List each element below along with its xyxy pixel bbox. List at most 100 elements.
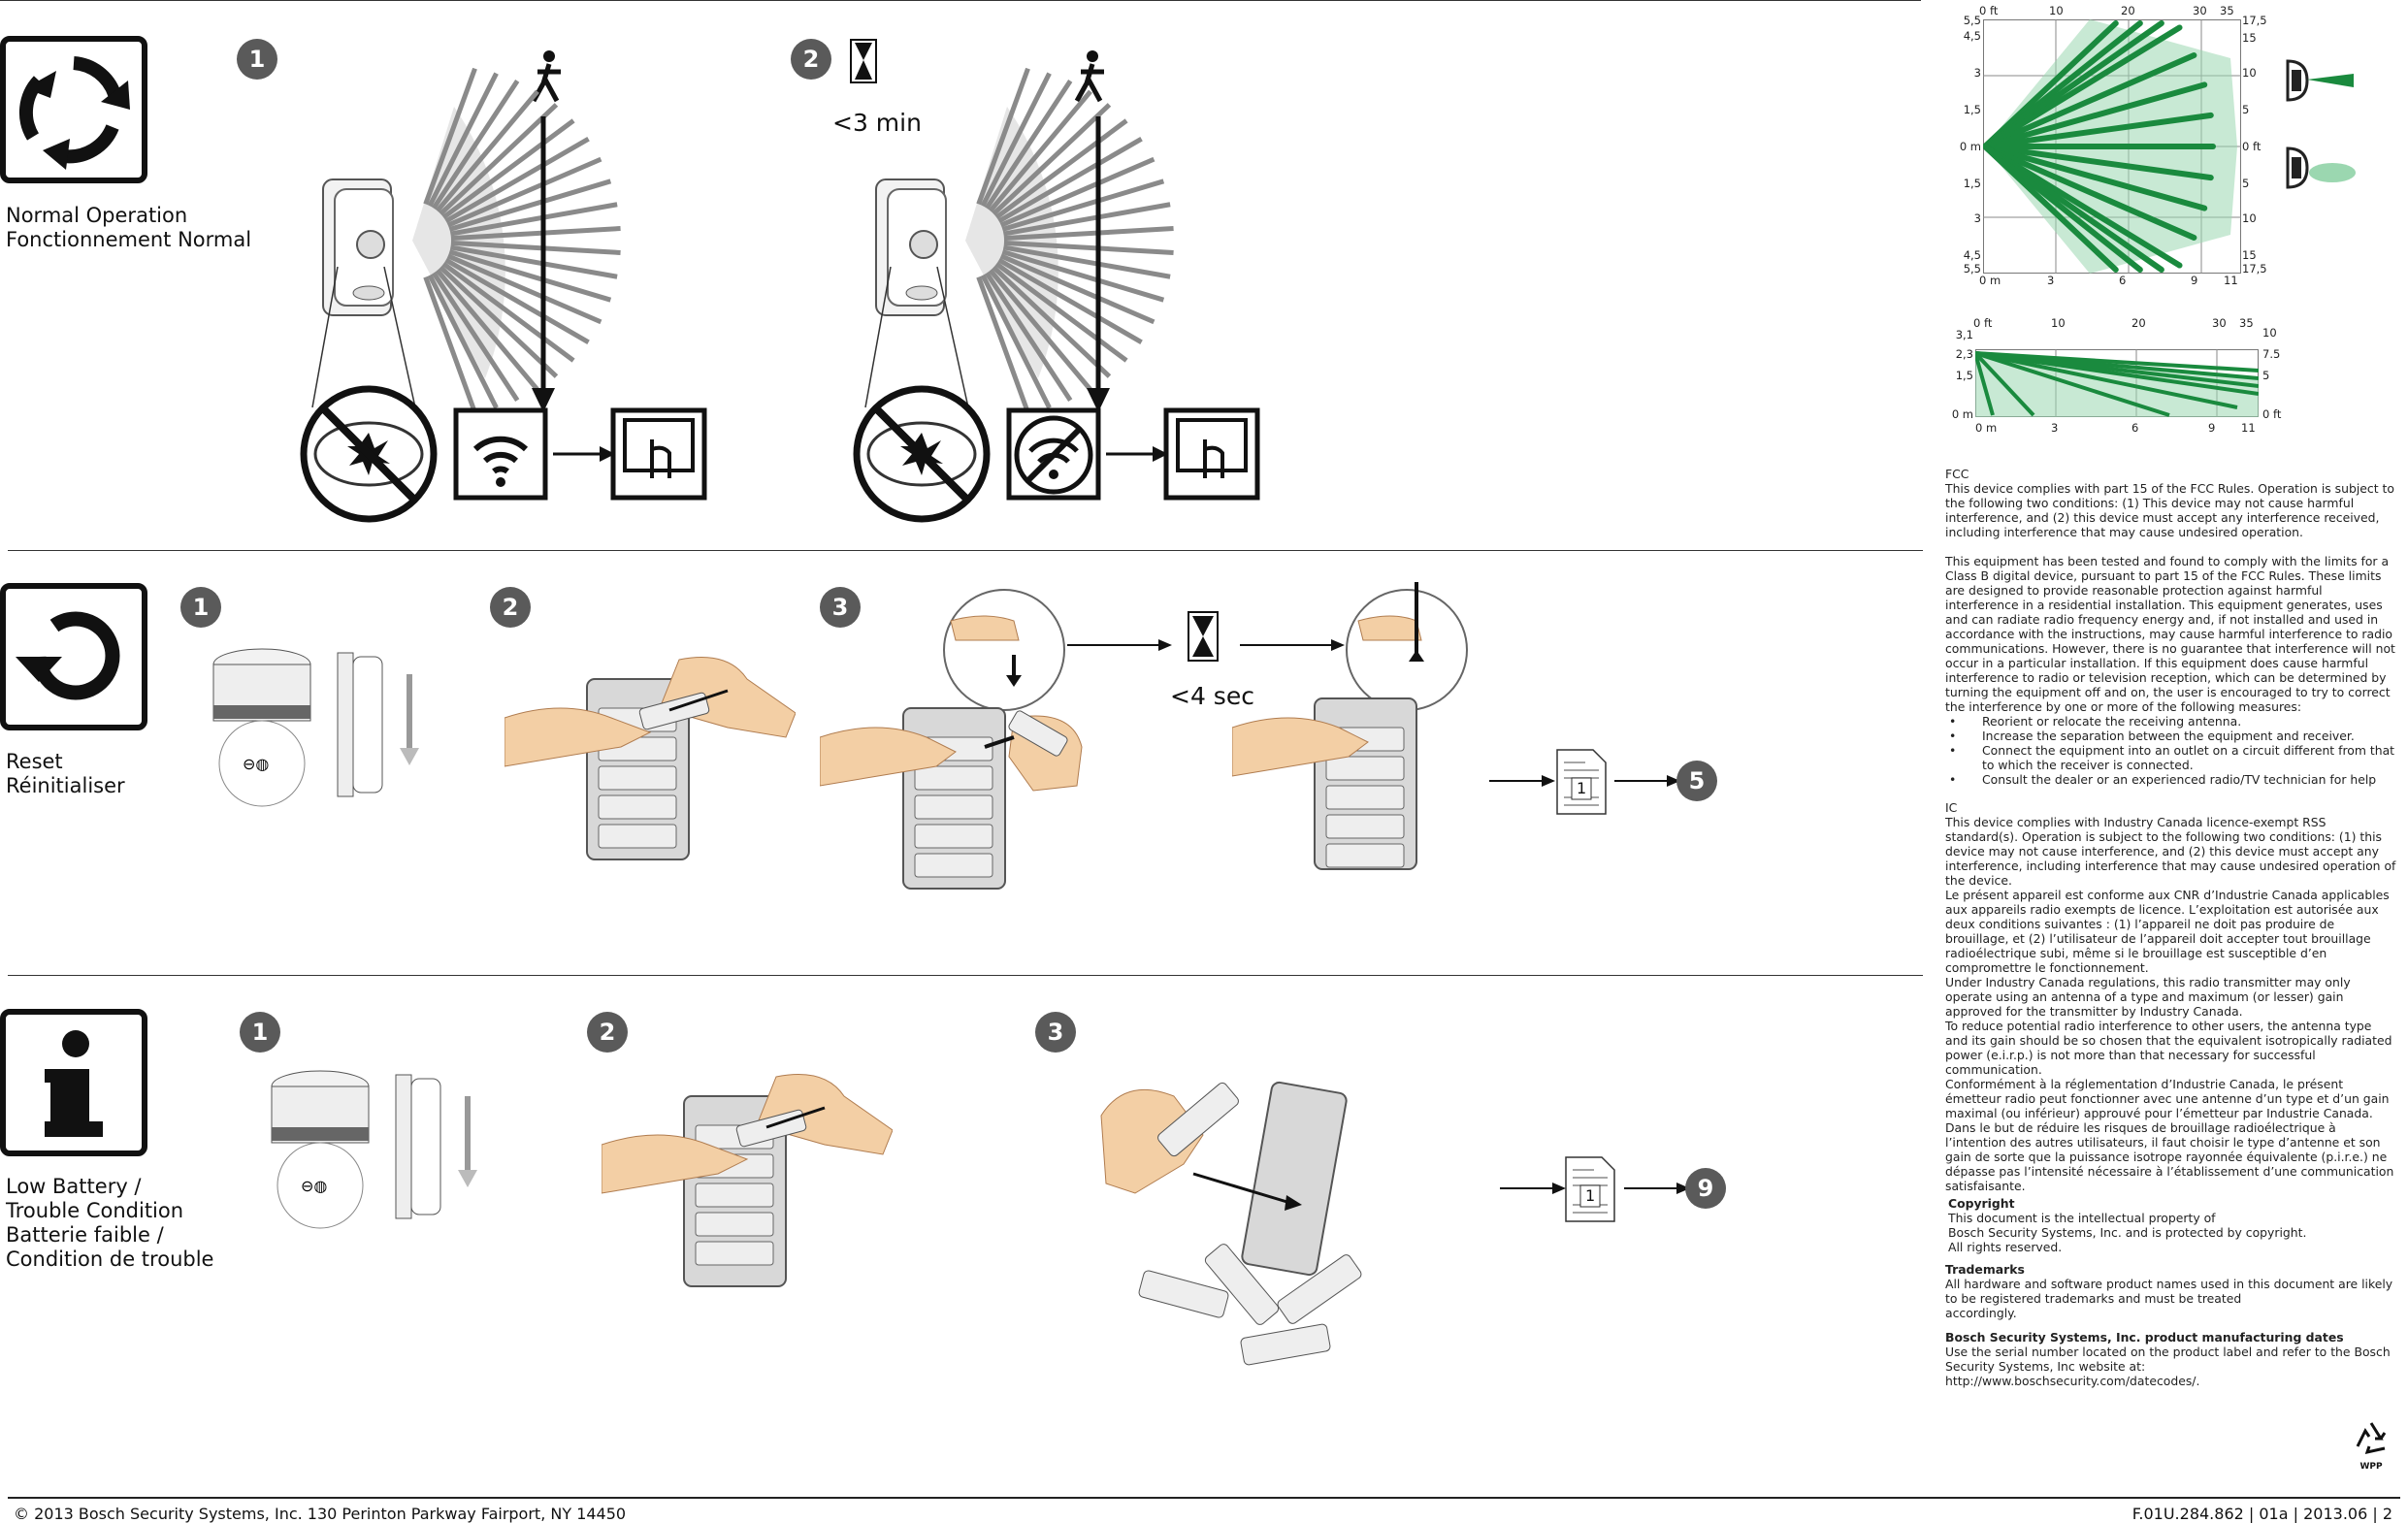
step-badge-1: 1 bbox=[237, 39, 277, 80]
detection-zone-beam bbox=[999, 253, 1155, 325]
detection-zone-beam bbox=[444, 257, 590, 344]
detection-zone-beam bbox=[1002, 202, 1171, 237]
ic-antenna-french-block: Conformément à la réglementation d’Indus… bbox=[1945, 1077, 2394, 1193]
detection-zone-beam bbox=[980, 72, 1052, 208]
detection-zone-beam bbox=[427, 72, 499, 208]
detection-zone-beam bbox=[988, 89, 1092, 212]
walking-person-icon bbox=[1074, 50, 1104, 103]
arrow-to-step bbox=[1614, 775, 1680, 787]
battery-cell bbox=[1325, 843, 1405, 868]
footer-copyright: © 2013 Bosch Security Systems, Inc. 130 … bbox=[14, 1505, 627, 1523]
detection-zone-beam bbox=[448, 249, 612, 303]
reset-label: Reset Réinitialiser bbox=[6, 750, 125, 797]
coverage-beam bbox=[1975, 351, 2238, 409]
battery-cell bbox=[914, 824, 993, 849]
detection-zone-beam bbox=[439, 265, 559, 378]
manual-page-number: 1 bbox=[1577, 779, 1587, 797]
coverage-beam bbox=[1983, 144, 2208, 211]
detection-zone-beam bbox=[984, 272, 1073, 402]
coverage-beam bbox=[1975, 351, 2035, 417]
info-icon bbox=[0, 1009, 147, 1156]
wide-beam-icon bbox=[2286, 146, 2356, 189]
detection-zone-beam bbox=[994, 118, 1128, 220]
motion-detector bbox=[875, 178, 947, 316]
step-badge-1: 1 bbox=[180, 587, 221, 628]
ic-antenna-block: Under Industry Canada regulations, this … bbox=[1945, 975, 2392, 1077]
detection-zone-beam bbox=[446, 156, 602, 228]
timer-label-4-sec: <4 sec bbox=[1170, 682, 1254, 710]
detection-zone-beam bbox=[435, 89, 539, 212]
coverage-beam bbox=[1983, 52, 2197, 149]
coverage-top-view bbox=[1983, 19, 2241, 274]
manufacturing-dates-block: Bosch Security Systems, Inc. product man… bbox=[1945, 1330, 2391, 1388]
detection-zone-beam bbox=[997, 137, 1143, 224]
ref-step-badge: 5 bbox=[1676, 761, 1717, 801]
detection-zone-beam bbox=[423, 275, 477, 414]
coverage-beam bbox=[1983, 144, 2119, 273]
detection-zone-beam bbox=[439, 103, 559, 216]
copyright-block: Copyright This document is the intellect… bbox=[1948, 1196, 2307, 1254]
battery-insert-illustration bbox=[820, 589, 1083, 890]
control-panel-icon bbox=[1163, 407, 1260, 501]
step-badge-1: 1 bbox=[240, 1012, 280, 1053]
detection-zone-beam bbox=[423, 67, 477, 206]
battery-cell bbox=[914, 853, 993, 878]
detection-zone-beam bbox=[450, 240, 621, 255]
hourglass-icon bbox=[850, 39, 877, 87]
battery-cell bbox=[1325, 756, 1405, 781]
list-item: Connect the equipment into an outlet on … bbox=[1945, 743, 2397, 772]
open-cover-illustration: ⊖◍ bbox=[212, 648, 419, 807]
detection-zone-beam bbox=[435, 269, 539, 392]
trademarks-block: Trademarks All hardware and software pro… bbox=[1945, 1262, 2393, 1320]
wifi-icon bbox=[453, 407, 548, 501]
normal-operation-label: Normal Operation Fonctionnement Normal bbox=[6, 204, 252, 251]
reset-icon bbox=[0, 583, 147, 730]
list-item: Reorient or relocate the receiving anten… bbox=[1945, 714, 2397, 729]
list-item: Increase the separation between the equi… bbox=[1945, 729, 2397, 743]
detection-zone-beam bbox=[997, 257, 1143, 344]
detection-zone-beam bbox=[988, 269, 1092, 392]
fcc-block: FCC This device complies with part 15 of… bbox=[1945, 467, 2394, 539]
ic-french-block: Le présent appareil est conforme aux CNR… bbox=[1945, 888, 2390, 975]
fcc-limits-block: This equipment has been tested and found… bbox=[1945, 554, 2397, 787]
list-item: Consult the dealer or an experienced rad… bbox=[1945, 772, 2397, 787]
battery-cell bbox=[1325, 785, 1405, 810]
detection-zone-beam bbox=[984, 80, 1073, 210]
low-battery-label: Low Battery / Trouble Condition Batterie… bbox=[6, 1175, 214, 1271]
detection-zone-beam bbox=[431, 80, 520, 210]
coverage-beam bbox=[1975, 352, 1995, 416]
step-badge-2: 2 bbox=[587, 1012, 628, 1053]
arrow-to-timer bbox=[1067, 639, 1172, 651]
footer-line bbox=[8, 1497, 2400, 1499]
open-cover-illustration: ⊖◍ bbox=[271, 1070, 477, 1229]
hourglass-icon bbox=[1188, 611, 1219, 665]
close-cover-illustration bbox=[1232, 582, 1468, 870]
step-badge-3: 3 bbox=[1035, 1012, 1076, 1053]
normal-operation-icon bbox=[0, 36, 147, 183]
battery-cell bbox=[914, 794, 993, 820]
coverage-beam bbox=[1983, 24, 2183, 149]
arrow-from-timer bbox=[1240, 639, 1345, 651]
battery-cell bbox=[914, 765, 993, 791]
svg-text:⊖◍: ⊖◍ bbox=[243, 755, 269, 773]
loose-batteries bbox=[1138, 1244, 1362, 1366]
detection-zone-beam bbox=[999, 156, 1155, 228]
battery-cell bbox=[1325, 814, 1405, 839]
no-lens-cover-icon bbox=[853, 385, 991, 523]
ic-block: IC This device complies with Industry Ca… bbox=[1945, 800, 2396, 888]
coverage-beam bbox=[1983, 81, 2208, 149]
detection-zone-beam bbox=[1002, 244, 1171, 279]
detection-zone-beam bbox=[994, 261, 1128, 363]
detection-zone-beam bbox=[1001, 178, 1165, 232]
detection-zone-beam bbox=[431, 272, 520, 402]
step-badge-3: 3 bbox=[820, 587, 861, 628]
control-panel-icon bbox=[610, 407, 707, 501]
manual-page-number: 1 bbox=[1585, 1186, 1596, 1205]
battery-cell bbox=[695, 1241, 774, 1266]
wifi-off-icon bbox=[1006, 407, 1101, 501]
top-border bbox=[0, 0, 1921, 1]
coverage-beam bbox=[1983, 112, 2214, 149]
detection-zone-beam bbox=[444, 137, 590, 224]
detection-zone-beam bbox=[976, 67, 1030, 206]
no-lens-cover-icon bbox=[300, 385, 438, 523]
